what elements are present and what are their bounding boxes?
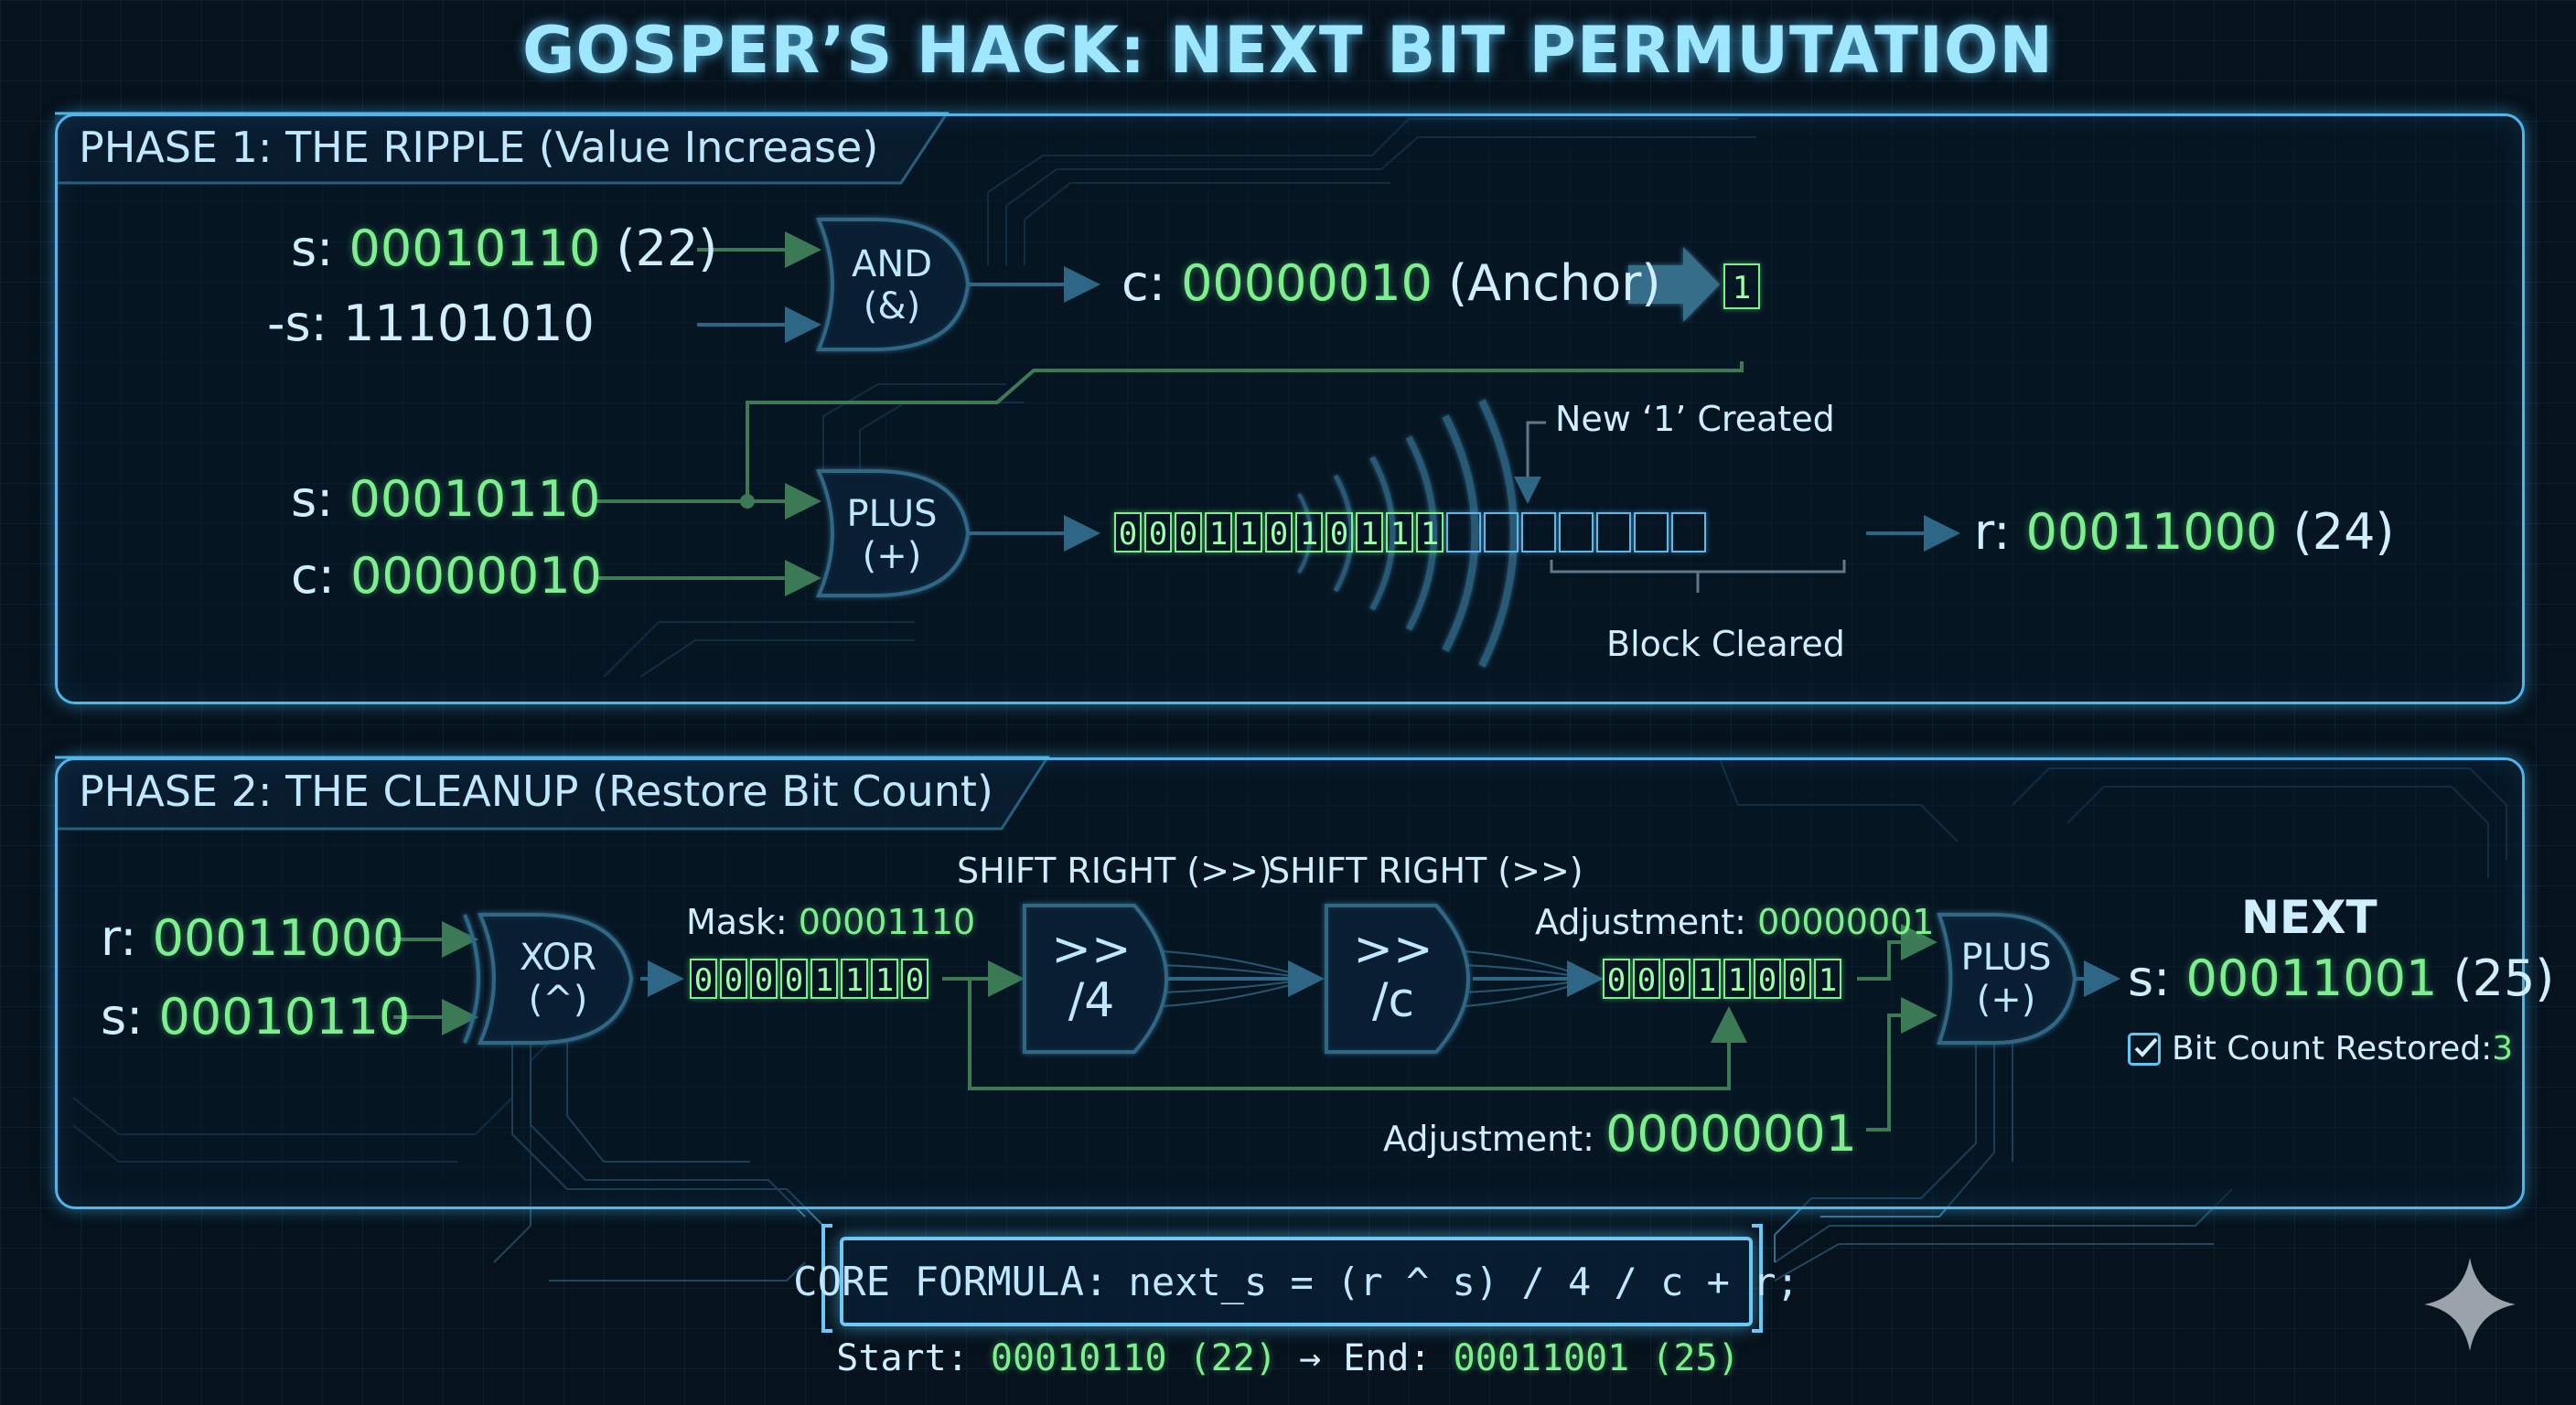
bit-cell: 1 [871, 959, 898, 999]
bit-cell: 1 [810, 959, 838, 999]
adjustment2-label: Adjustment: 00000001 [1383, 1105, 1857, 1163]
bit-cell: 1 [1416, 512, 1444, 552]
bit-cell: 0 [901, 959, 928, 999]
anchor-bit: 1 [1723, 263, 1760, 309]
mask-label: Mask: 00001110 [686, 902, 976, 942]
bit-cell: 0 [1784, 959, 1811, 999]
empty-bit-cell [1559, 512, 1594, 552]
bit-cell: 0 [750, 959, 778, 999]
bit-cell: 0 [1633, 959, 1660, 999]
p1-s2-value: s: 00010110 [291, 470, 601, 528]
p1-s-value: s: 00010110 (22) [291, 220, 718, 277]
empty-bit-cell [1596, 512, 1631, 552]
bit-cell: 1 [1386, 512, 1413, 552]
empty-bit-cell [1671, 512, 1706, 552]
bit-cell: 0 [1114, 512, 1142, 552]
empty-bit-cell [1484, 512, 1519, 552]
bit-cell: 1 [1814, 959, 1841, 999]
bit-cell: 0 [1754, 959, 1781, 999]
and-gate: AND(&) [851, 243, 933, 327]
core-formula-box: CORE FORMULA: next_s = (r ^ s) / 4 / c +… [793, 1237, 1799, 1326]
shift2-label: SHIFT RIGHT (>>) [1268, 851, 1583, 891]
plus2-gate: PLUS(+) [1960, 937, 2052, 1021]
bit-cell: 0 [1663, 959, 1690, 999]
bit-cell: 1 [841, 959, 868, 999]
empty-bit-cell [1634, 512, 1669, 552]
page-title: GOSPER’S HACK: NEXT BIT PERMUTATION [522, 13, 2054, 88]
empty-bit-cell [1521, 512, 1556, 552]
bit-cell: 1 [1295, 512, 1323, 552]
shift2-gate: >>/c [1353, 922, 1433, 1028]
bit-cell: 0 [720, 959, 747, 999]
p1-c-value: c: 00000010 (Anchor) [1122, 254, 1661, 312]
bit-cell: 0 [1603, 959, 1630, 999]
bit-count-restored: Bit Count Restored: 3 [2128, 1030, 2513, 1067]
bit-cell: 0 [1144, 512, 1172, 552]
xor-gate: XOR(^) [519, 937, 597, 1021]
p2-s-value: s: 00010110 [101, 988, 411, 1046]
bit-cell: 0 [1175, 512, 1202, 552]
block-cleared-label: Block Cleared [1606, 624, 1845, 664]
sparkle-icon [2424, 1258, 2516, 1351]
bit-cell: 1 [1235, 512, 1262, 552]
phase2-title: PHASE 2: THE CLEANUP (Restore Bit Count) [79, 767, 993, 816]
next-label: NEXT [2241, 891, 2377, 944]
bit-cell: 0 [780, 959, 808, 999]
phase2-panel [55, 757, 2525, 1209]
p1-r-value: r: 00011000 (24) [1974, 503, 2395, 561]
bit-cell: 0 [1265, 512, 1293, 552]
p1-neg-s-value: -s: 11101010 [267, 295, 595, 352]
bit-cell: 1 [1693, 959, 1721, 999]
formula-label: CORE FORMULA: [793, 1258, 1109, 1305]
formula-expression: next_s = (r ^ s) / 4 / c + r; [1128, 1259, 1799, 1304]
new-one-label: New ‘1’ Created [1555, 399, 1835, 439]
p2-r-value: r: 00011000 [101, 909, 404, 967]
shift1-label: SHIFT RIGHT (>>) [957, 851, 1272, 891]
bit-cell: 1 [1356, 512, 1383, 552]
plus-gate: PLUS(+) [846, 493, 938, 577]
bit-cell: 1 [1723, 959, 1751, 999]
next-s-value: s: 00011001 (25) [2128, 949, 2555, 1007]
bit-cell: 1 [1205, 512, 1232, 552]
phase1-title: PHASE 1: THE RIPPLE (Value Increase) [79, 123, 879, 172]
start-end-line: Start: 00010110 (22) → End: 00011001 (25… [836, 1337, 1740, 1379]
shift1-gate: >>/4 [1051, 922, 1132, 1028]
p1-c2-value: c: 00000010 [291, 547, 602, 605]
bit-cell: 0 [690, 959, 717, 999]
phase1-panel [55, 113, 2525, 704]
adjustment-label: Adjustment: 00000001 [1535, 902, 1935, 942]
check-icon [2128, 1032, 2161, 1066]
bit-cell: 0 [1326, 512, 1353, 552]
empty-bit-cell [1446, 512, 1481, 552]
